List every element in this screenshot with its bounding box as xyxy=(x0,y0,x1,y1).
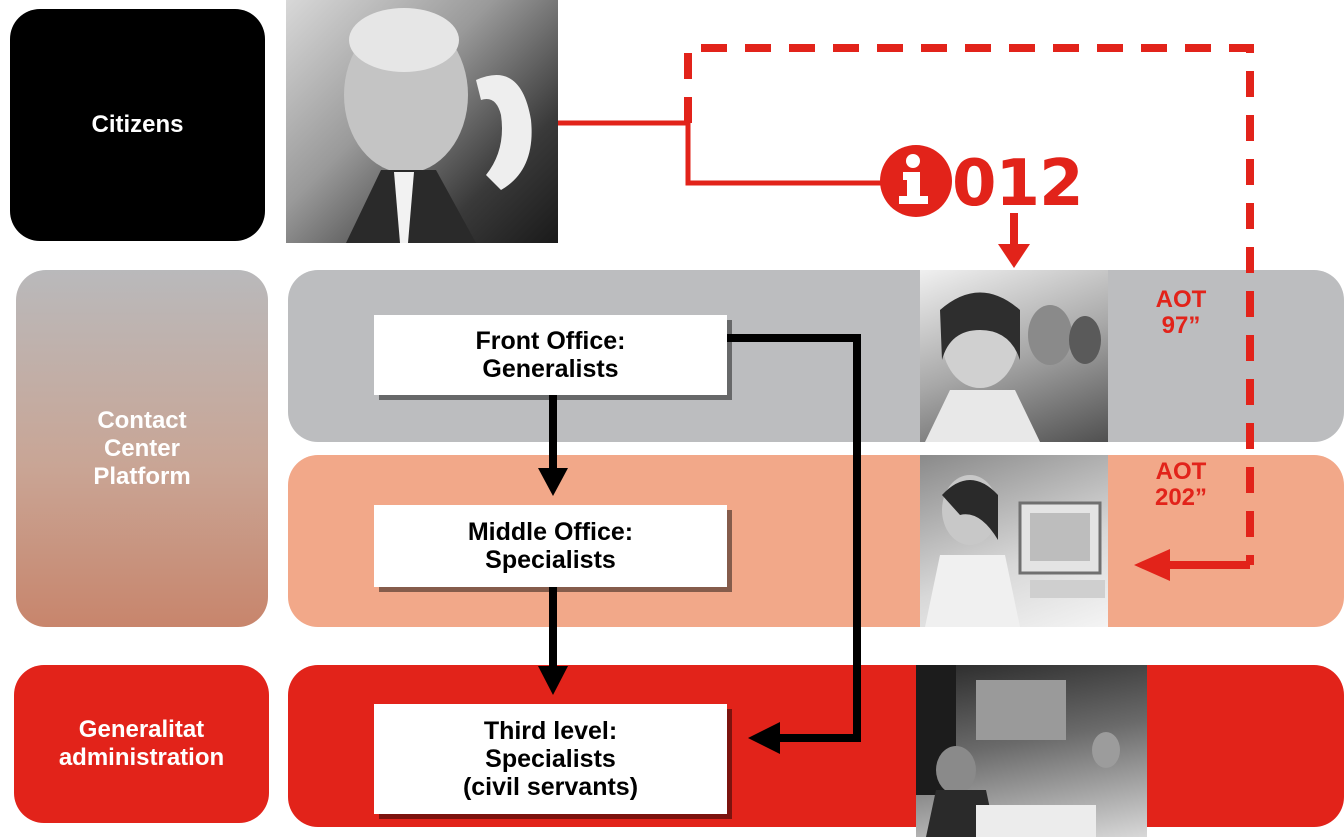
office-desk-photo xyxy=(916,665,1147,837)
front-office-label: Front Office: Generalists xyxy=(475,327,626,383)
front-to-third-line xyxy=(727,334,861,742)
middle-office-box: Middle Office: Specialists xyxy=(374,505,727,587)
specialist-computer-photo xyxy=(920,455,1108,627)
contact-center-label: Contact Center Platform xyxy=(93,406,191,490)
down-arrow-head xyxy=(998,244,1030,268)
phone-number-012: 012 xyxy=(952,147,1084,221)
citizen-to-012-line xyxy=(558,120,890,186)
middle-office-label: Middle Office: Specialists xyxy=(467,518,634,574)
citizens-label: Citizens xyxy=(91,111,184,138)
middle-to-third-head xyxy=(538,666,568,695)
agent-headset-photo xyxy=(920,270,1108,442)
generalitat-label-box: Generalitat administration xyxy=(14,665,269,823)
aot-front-label: AOT 97” xyxy=(1155,286,1207,339)
callback-arrow-head xyxy=(1134,549,1170,581)
dashed-callback-line xyxy=(684,44,1254,565)
front-office-box: Front Office: Generalists xyxy=(374,315,727,395)
generalitat-label: Generalitat administration xyxy=(58,716,225,771)
citizen-phone-photo xyxy=(286,0,558,243)
citizens-label-box: Citizens xyxy=(10,9,265,241)
contact-center-label-box: Contact Center Platform xyxy=(16,270,268,627)
front-to-middle-head xyxy=(538,468,568,496)
third-level-box: Third level: Specialists (civil servants… xyxy=(374,704,727,814)
aot-middle-label: AOT 202” xyxy=(1154,458,1208,511)
front-to-third-head xyxy=(748,722,780,754)
third-level-label: Third level: Specialists (civil servants… xyxy=(462,717,639,801)
info-icon xyxy=(880,145,952,217)
